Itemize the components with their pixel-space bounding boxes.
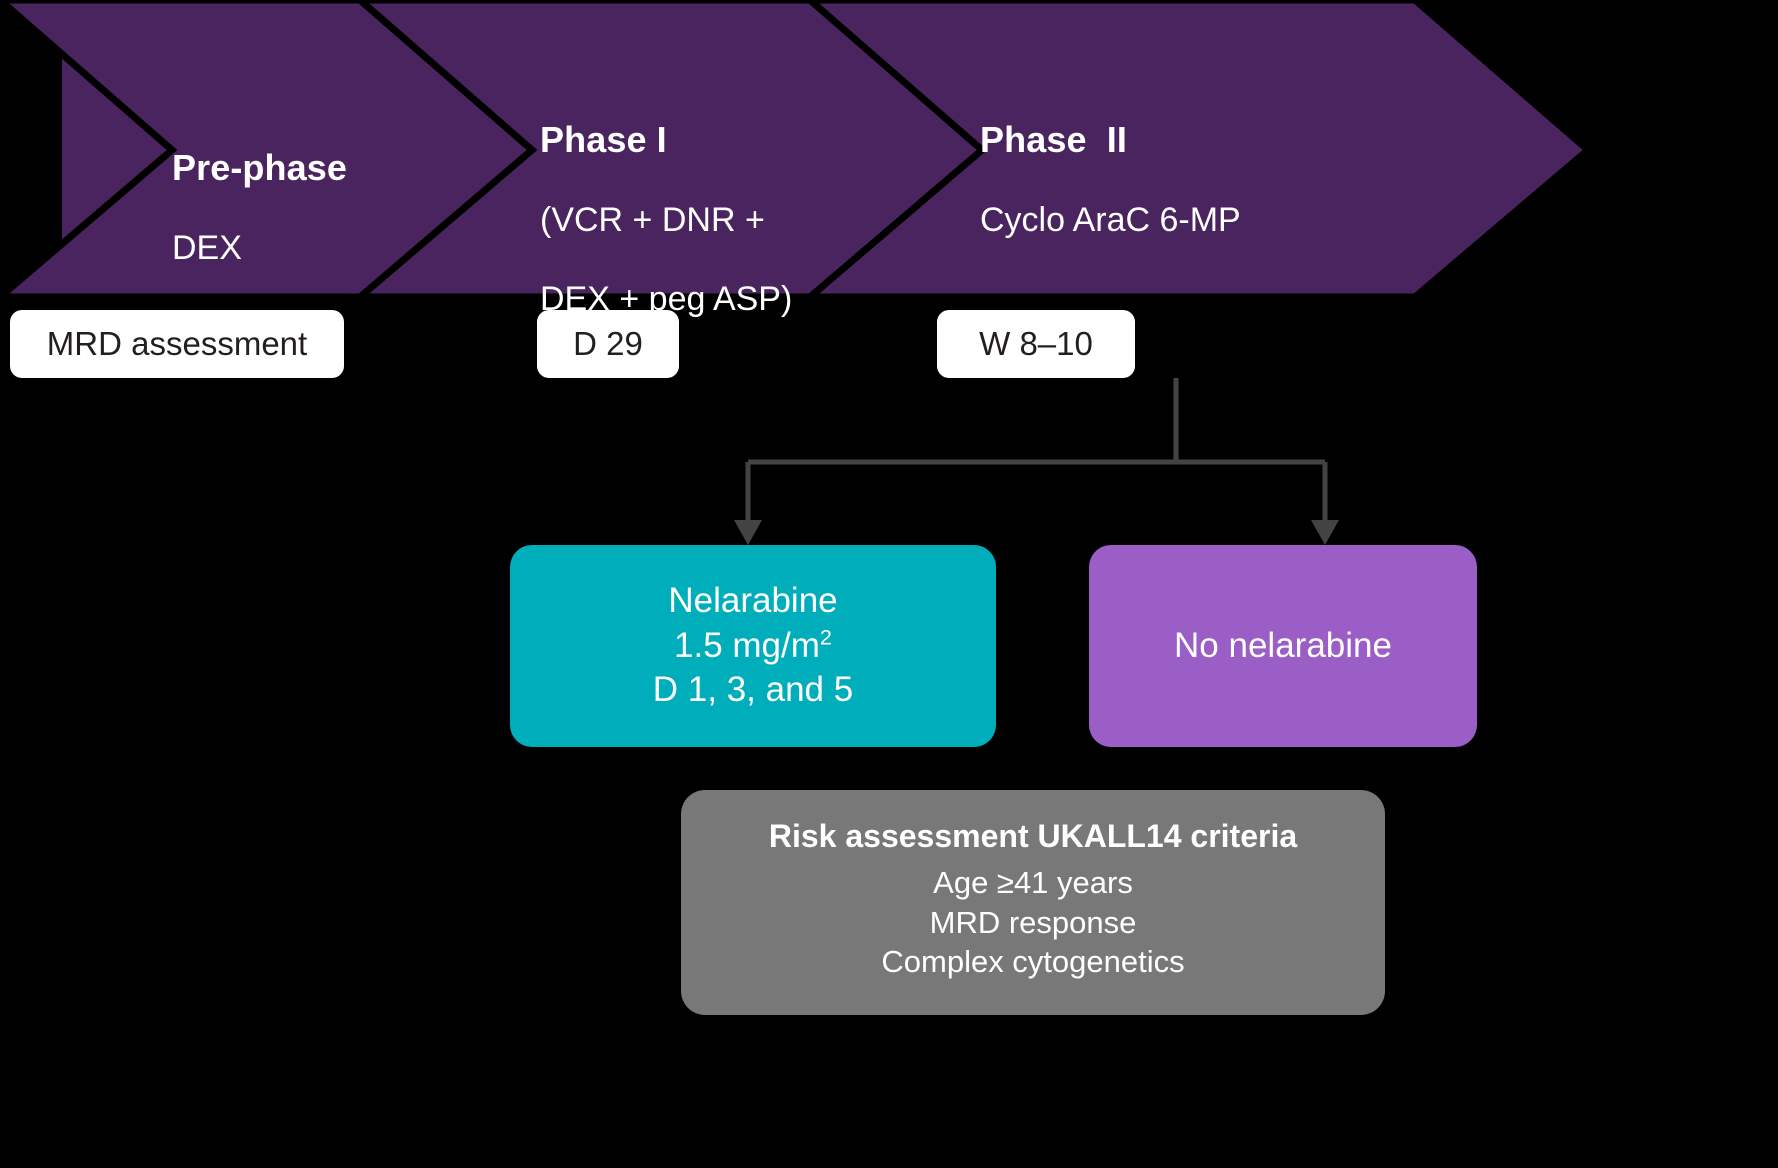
phase-label-phase-1: Phase I (VCR + DNR + DEX + peg ASP) xyxy=(540,80,792,358)
risk-assessment-heading: Risk assessment UKALL14 criteria xyxy=(768,818,1298,854)
milestone-w8-10: W 8–10 xyxy=(937,310,1135,378)
phase-line-phase-2-1: Cyclo AraC 6-MP xyxy=(980,200,1241,239)
phase-label-pre-phase: Pre-phase DEX xyxy=(172,108,347,307)
phase-line-pre-phase-1: DEX xyxy=(172,228,242,267)
nelarabine-dose: 1.5 mg/m2 xyxy=(674,624,832,669)
milestone-d29: D 29 xyxy=(537,310,679,378)
phase-label-phase-2: Phase II Cyclo AraC 6-MP xyxy=(980,80,1241,279)
arrow-down-icon-left xyxy=(734,520,762,545)
phase-title-phase-1: Phase I xyxy=(540,119,667,161)
nelarabine-drug-name: Nelarabine xyxy=(668,580,838,620)
milestone-mrd-assessment: MRD assessment xyxy=(10,310,344,378)
milestone-label-w8-10: W 8–10 xyxy=(979,325,1093,362)
risk-criterion-age: Age ≥41 years xyxy=(933,864,1133,900)
milestone-label-mrd-assessment: MRD assessment xyxy=(46,325,308,362)
risk-criterion-cytogenetics: Complex cytogenetics xyxy=(881,944,1185,980)
phase-line-phase-1-2: DEX + peg ASP) xyxy=(540,280,793,319)
phase-title-pre-phase: Pre-phase xyxy=(172,147,347,189)
nelarabine-schedule: D 1, 3, and 5 xyxy=(652,670,854,710)
nelarabine-dose-exponent: 2 xyxy=(819,623,832,649)
milestone-label-d29: D 29 xyxy=(573,325,643,362)
nelarabine-dose-value: 1.5 mg/m xyxy=(674,625,820,665)
phase-line-phase-1-1: (VCR + DNR + xyxy=(540,200,765,239)
no-nelarabine-label: No nelarabine xyxy=(1174,625,1392,665)
phase-title-phase-2: Phase II xyxy=(980,119,1127,161)
branch-connectors xyxy=(734,378,1339,545)
outcome-box-no-nelarabine: No nelarabine xyxy=(1089,545,1477,747)
arrow-down-icon-right xyxy=(1311,520,1339,545)
chevron-phase-2-fill xyxy=(801,0,1594,300)
risk-criterion-mrd: MRD response xyxy=(929,904,1137,940)
outcome-box-nelarabine: Nelarabine 1.5 mg/m2 D 1, 3, and 5 xyxy=(510,545,996,747)
risk-assessment-box: Risk assessment UKALL14 criteria Age ≥41… xyxy=(681,790,1385,1015)
treatment-phase-banner xyxy=(0,0,1594,300)
